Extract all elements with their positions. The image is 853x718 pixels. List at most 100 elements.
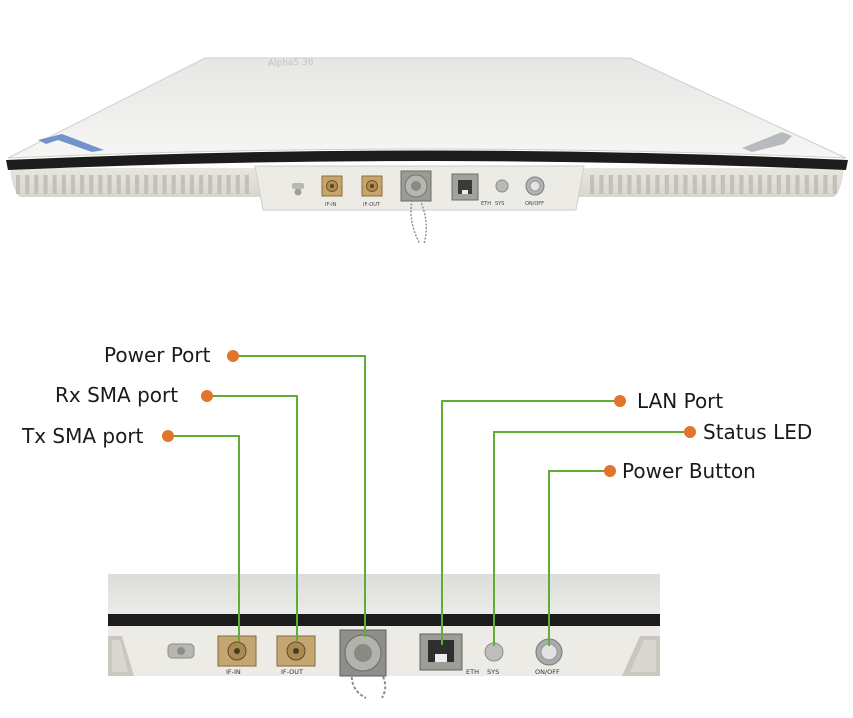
- closeup-on-off-button: ON/OFF: [535, 638, 563, 676]
- fin-slot: [162, 175, 167, 194]
- closeup-top-surface: [108, 574, 660, 614]
- closeup-power-port: [339, 629, 387, 699]
- fin-slot: [52, 175, 57, 194]
- fin-slot: [655, 175, 660, 194]
- fin-slot: [646, 175, 651, 194]
- fin-slot: [758, 175, 763, 194]
- fin-slot: [683, 175, 688, 194]
- fin-slot: [692, 175, 697, 194]
- fin-slot: [180, 175, 185, 194]
- brand-text: Alpha5 36: [268, 57, 314, 69]
- leader-rx-sma: [207, 395, 298, 642]
- sys-led: SYS: [495, 179, 509, 207]
- device-full-view: Alpha5 36 IF-IN IF-OUT: [6, 57, 848, 245]
- fin-slot: [25, 175, 30, 194]
- fin-slot: [89, 175, 94, 194]
- fin-slot: [144, 175, 149, 194]
- fin-slot: [590, 175, 595, 194]
- grey-corner-accent: [742, 132, 792, 152]
- closeup-if-in-mark: IF-IN: [226, 668, 241, 676]
- fin-slot: [786, 175, 791, 194]
- on-off-button: ON/OFF: [525, 176, 545, 207]
- fin-slot: [618, 175, 623, 194]
- closeup-if-in-connector: IF-IN: [217, 635, 257, 676]
- fin-slot: [34, 175, 39, 194]
- fin-slot: [608, 175, 613, 194]
- closeup-vent-plug: [167, 643, 195, 659]
- dot-power-button: [604, 465, 616, 477]
- device-closeup-view: IF-IN IF-OUT ETH SYS: [108, 574, 660, 699]
- closeup-if-out-mark: IF-OUT: [281, 668, 303, 676]
- fin-slot: [244, 175, 249, 194]
- fin-slot: [217, 175, 222, 194]
- callout-power-button: Power Button: [622, 459, 756, 483]
- fin-slot: [702, 175, 707, 194]
- dot-lan-port: [614, 395, 626, 407]
- eth-mark: ETH: [481, 201, 491, 207]
- dot-status-led: [684, 426, 696, 438]
- fin-slot: [135, 175, 140, 194]
- fin-slot: [664, 175, 669, 194]
- closeup-black-edge: [108, 614, 660, 626]
- fin-slot: [16, 175, 21, 194]
- fin-slot: [235, 175, 240, 194]
- fin-slot: [98, 175, 103, 194]
- fin-slot: [776, 175, 781, 194]
- dot-tx-sma: [162, 430, 174, 442]
- fin-slots: [16, 175, 837, 194]
- fin-slot: [730, 175, 735, 194]
- fin-slot: [189, 175, 194, 194]
- fin-slot: [674, 175, 679, 194]
- fin-slot: [720, 175, 725, 194]
- fin-slot: [125, 175, 130, 194]
- on-off-mark: ON/OFF: [525, 201, 544, 207]
- fin-slot: [599, 175, 604, 194]
- fin-slot: [748, 175, 753, 194]
- fin-slot: [636, 175, 641, 194]
- blue-corner-accent: [38, 134, 104, 152]
- closeup-fins-left: [108, 636, 134, 676]
- fin-slot: [804, 175, 809, 194]
- closeup-eth-mark: ETH: [466, 668, 479, 676]
- fin-slot: [226, 175, 231, 194]
- fin-slot: [116, 175, 121, 194]
- radome-top-panel: [7, 57, 847, 159]
- fin-slot: [107, 175, 112, 194]
- fin-slot: [814, 175, 819, 194]
- dot-rx-sma: [201, 390, 213, 402]
- fin-slot: [199, 175, 204, 194]
- callout-power-port: Power Port: [104, 343, 211, 367]
- dot-power-port: [227, 350, 239, 362]
- fin-slot: [43, 175, 48, 194]
- fin-slot: [627, 175, 632, 194]
- fin-slot: [823, 175, 828, 194]
- closeup-on-off-mark: ON/OFF: [535, 668, 560, 676]
- leader-lines: [168, 355, 690, 646]
- if-out-mark: IF-OUT: [363, 202, 381, 208]
- fin-slot: [795, 175, 800, 194]
- leader-status-led: [493, 431, 690, 646]
- power-port-connector: [400, 170, 432, 245]
- fin-slot: [208, 175, 213, 194]
- leader-lan-port: [441, 400, 620, 645]
- leader-power-button: [548, 470, 610, 646]
- fin-slot: [61, 175, 66, 194]
- closeup-fins-right: [622, 636, 660, 676]
- callout-rx-sma-port: Rx SMA port: [55, 383, 179, 407]
- callout-lan-port: LAN Port: [637, 389, 724, 413]
- leader-power-port: [233, 355, 366, 637]
- callout-tx-sma-port: Tx SMA port: [22, 424, 144, 448]
- black-edge-band: [6, 150, 848, 170]
- fin-slot: [153, 175, 158, 194]
- marker-dots: [162, 350, 696, 477]
- fin-slot: [739, 175, 744, 194]
- fin-slot: [171, 175, 176, 194]
- callout-status-led: Status LED: [703, 420, 813, 444]
- if-out-connector: IF-OUT: [361, 175, 383, 208]
- fin-slot: [767, 175, 772, 194]
- eth-connector: ETH: [451, 173, 491, 207]
- if-in-connector: IF-IN: [321, 175, 343, 208]
- fin-slot: [80, 175, 85, 194]
- leader-tx-sma: [168, 435, 240, 642]
